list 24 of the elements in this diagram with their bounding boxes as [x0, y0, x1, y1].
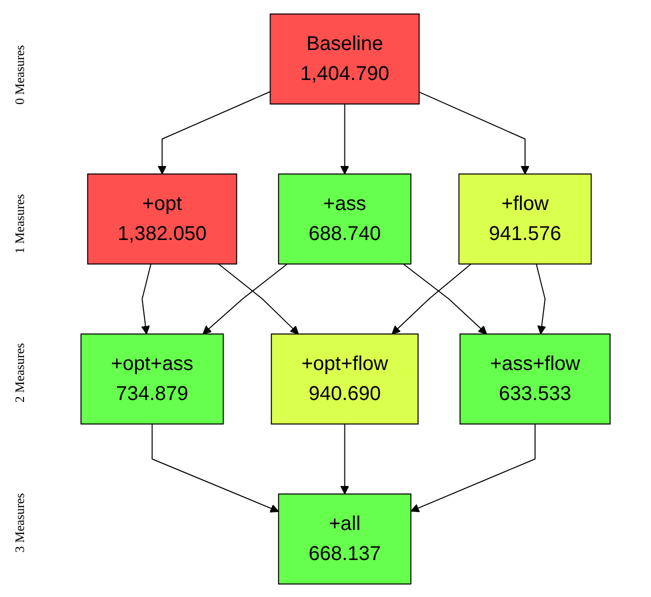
level-label: 2 Measures	[12, 343, 28, 403]
arrow	[152, 423, 279, 512]
node-box: +opt+flow 940.690	[270, 333, 419, 424]
arrow	[218, 263, 299, 334]
arrow	[410, 423, 536, 512]
node-box: Baseline 1,404.790	[270, 13, 420, 104]
arrow	[158, 90, 271, 174]
arrow	[340, 423, 350, 494]
node-box: +ass 688.740	[278, 173, 412, 264]
level-label: 1 Measures	[12, 194, 28, 254]
node-box: +opt 1,382.050	[87, 173, 238, 264]
level-label: 3 Measures	[12, 492, 28, 552]
arrow	[141, 263, 152, 334]
arrow	[340, 103, 350, 174]
arrow	[392, 263, 472, 334]
level-label: 0 Measures	[12, 44, 28, 104]
node-box: +opt+ass 734.879	[80, 333, 224, 424]
arrow	[418, 91, 530, 174]
node-box: +all 668.137	[278, 492, 412, 584]
node-box: +ass+flow 633.533	[459, 333, 611, 424]
node-box: +flow 941.576	[458, 173, 592, 264]
arrow	[402, 263, 487, 334]
arrow	[202, 263, 288, 334]
arrow	[536, 263, 546, 334]
